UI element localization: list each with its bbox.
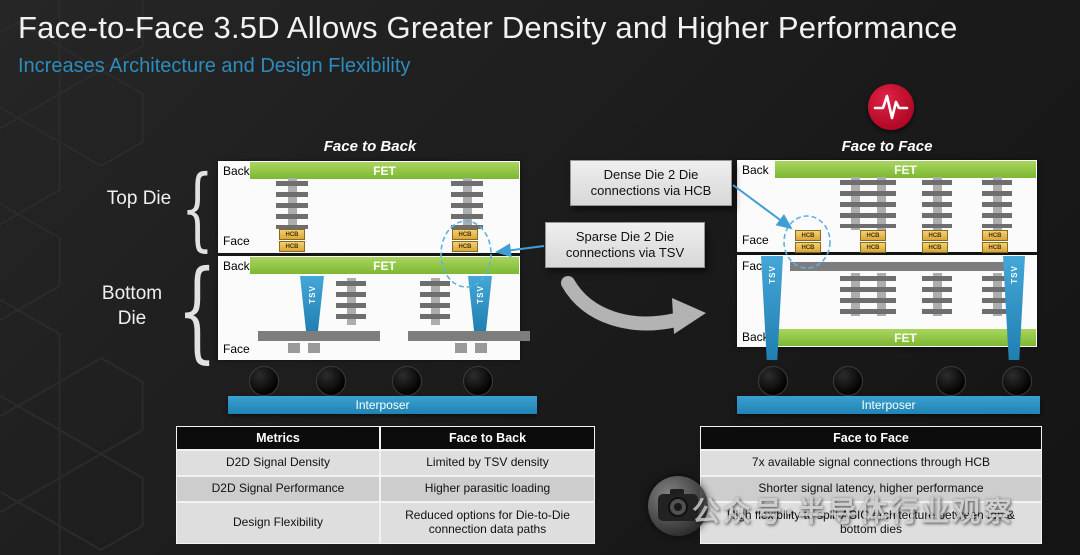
metal-stack (840, 177, 870, 230)
ftf-bottom-back-label: Back (742, 330, 769, 344)
tsv-via: TSV (761, 256, 783, 360)
broadcom-pulse-logo (868, 84, 914, 130)
transition-arrowhead (672, 298, 706, 334)
bottom-die-brace: { (177, 245, 217, 375)
table-cell: High flexibility to split ASIC architect… (701, 503, 1041, 543)
hcb-pair: HCB HCB (795, 230, 821, 253)
metal-stack (451, 178, 483, 231)
top-die-side-label: Top Die (106, 188, 172, 209)
table-header-metrics: Metrics (177, 427, 379, 449)
hcb-box: HCB (922, 230, 948, 241)
ftf-interposer-bar: Interposer (737, 396, 1040, 414)
hcb-box: HCB (982, 230, 1008, 241)
metal-stack (276, 178, 308, 231)
pad (455, 343, 467, 353)
pad (475, 343, 487, 353)
table-cell: Higher parasitic loading (381, 477, 594, 501)
table-header-face-to-back: Face to Back (381, 427, 594, 449)
hcb-box: HCB (279, 241, 305, 252)
tsv-label: TSV (475, 285, 485, 304)
metal-stack (840, 273, 870, 316)
camera-icon (658, 489, 698, 521)
metal-stack (866, 177, 896, 230)
ftb-top-fet-bar: FET (250, 162, 519, 179)
hcb-box: HCB (795, 230, 821, 241)
hcb-box: HCB (279, 229, 305, 240)
ftb-bottom-fet-bar: FET (250, 257, 519, 274)
metal-bar (258, 331, 380, 341)
table-cell: Limited by TSV density (381, 451, 594, 475)
face-to-face-table: Face to Face 7x available signal connect… (700, 426, 1042, 544)
tsv-label: TSV (767, 265, 777, 284)
solder-ball (392, 366, 422, 396)
solder-ball (1002, 366, 1032, 396)
ftf-top-fet-bar: FET (775, 161, 1036, 178)
metal-stack (866, 273, 896, 316)
solder-ball (249, 366, 279, 396)
hcb-pair: HCB HCB (860, 230, 886, 253)
metal-bar (408, 331, 530, 341)
face-to-back-title: Face to Back (323, 138, 417, 155)
bottom-die-side-label: Bottom Die (101, 283, 163, 329)
table-cell: D2D Signal Density (177, 451, 379, 475)
table-cell: D2D Signal Performance (177, 477, 379, 501)
transition-arrow (561, 276, 683, 331)
solder-ball (463, 366, 493, 396)
watermark-text: 公众号·半导体行业观察 (692, 496, 1015, 527)
hcb-box: HCB (452, 241, 478, 252)
ftb-interposer-bar: Interposer (228, 396, 537, 414)
table-cell: 7x available signal connections through … (701, 451, 1041, 475)
hcb-box: HCB (922, 242, 948, 253)
pad (288, 343, 300, 353)
hcb-pair: HCB HCB (982, 230, 1008, 253)
solder-ball (758, 366, 788, 396)
face-to-back-table: Metrics Face to Back D2D Signal Density … (176, 426, 595, 544)
metal-stack (982, 177, 1012, 230)
page-subtitle: Increases Architecture and Design Flexib… (18, 55, 411, 77)
metal-stack (420, 278, 450, 325)
dense-connections-callout: Dense Die 2 Die connections via HCB (570, 160, 732, 206)
hcb-pair: HCB HCB (922, 230, 948, 253)
tsv-via: TSV (1003, 256, 1025, 360)
ftf-bottom-fet-bar: FET (775, 329, 1036, 346)
hcb-box: HCB (860, 242, 886, 253)
hcb-pair: HCB HCB (452, 229, 478, 252)
hcb-box: HCB (982, 242, 1008, 253)
ftf-top-face-label: Face (742, 233, 769, 247)
page-title: Face-to-Face 3.5D Allows Greater Density… (18, 10, 958, 45)
solder-ball (316, 366, 346, 396)
hcb-box: HCB (795, 242, 821, 253)
metal-stack (336, 278, 366, 325)
metal-stack (922, 177, 952, 230)
pulse-icon (873, 94, 909, 120)
hcb-pair: HCB HCB (279, 229, 305, 252)
table-cell: Reduced options for Die-to-Die connectio… (381, 503, 594, 543)
solder-ball (936, 366, 966, 396)
ftb-top-back-label: Back (223, 164, 250, 178)
ftb-top-face-label: Face (223, 234, 250, 248)
watermark-logo (648, 476, 708, 536)
hcb-box: HCB (860, 230, 886, 241)
tsv-label: TSV (307, 285, 317, 304)
pad (308, 343, 320, 353)
metal-bar (790, 262, 1018, 271)
metal-stack (922, 273, 952, 316)
sparse-connections-callout: Sparse Die 2 Die connections via TSV (545, 222, 705, 268)
face-to-face-title: Face to Face (841, 138, 933, 155)
ftf-top-back-label: Back (742, 163, 769, 177)
hcb-box: HCB (452, 229, 478, 240)
table-header-face-to-face: Face to Face (701, 427, 1041, 449)
solder-ball (833, 366, 863, 396)
ftb-bottom-face-label: Face (223, 342, 250, 356)
tsv-label: TSV (1009, 265, 1019, 284)
table-cell: Design Flexibility (177, 503, 379, 543)
top-die-brace: { (180, 156, 214, 262)
table-cell: Shorter signal latency, higher performan… (701, 477, 1041, 501)
ftb-bottom-back-label: Back (223, 259, 250, 273)
